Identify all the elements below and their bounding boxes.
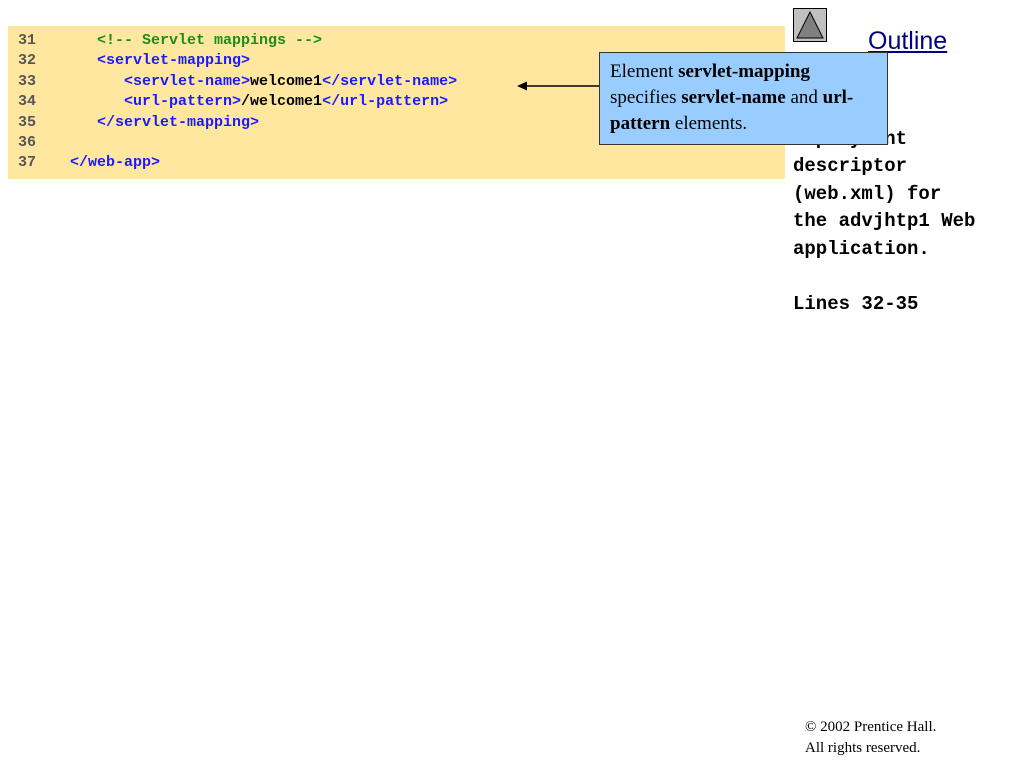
code-text: <servlet-mapping>	[70, 51, 250, 71]
line-number: 37	[18, 154, 37, 172]
code-text: <servlet-name>welcome1</servlet-name>	[70, 72, 457, 92]
line-number: 31	[18, 32, 37, 49]
code-token: </servlet-name>	[322, 72, 458, 90]
callout-arrow-icon	[517, 81, 601, 91]
code-line: 36	[8, 133, 785, 153]
outline-link[interactable]: Outline	[868, 27, 948, 55]
line-number: 34	[18, 93, 37, 111]
code-token	[70, 32, 97, 49]
code-line: 35 </servlet-mapping>	[8, 113, 785, 133]
code-token: </web-app>	[70, 154, 161, 172]
line-number: 36	[18, 134, 37, 151]
line-number: 33	[18, 72, 37, 90]
code-token	[70, 52, 97, 69]
code-text: <url-pattern>/welcome1</url-pattern>	[70, 92, 448, 112]
code-line: 31 <!-- Servlet mappings -->	[8, 31, 785, 51]
code-token	[70, 73, 124, 90]
copyright-line: © 2002 Prentice Hall.	[805, 719, 937, 735]
code-line: 33 <servlet-name>welcome1</servlet-name>	[8, 72, 785, 92]
code-token	[70, 93, 124, 110]
callout-text: and	[785, 87, 823, 108]
callout-box: Element servlet-mapping specifies servle…	[599, 52, 888, 145]
callout-keyword: url-pattern	[610, 87, 854, 134]
code-token: <url-pattern>	[124, 93, 242, 111]
copyright-footer: © 2002 Prentice Hall. All rights reserve…	[805, 717, 936, 759]
code-token: <servlet-mapping>	[97, 52, 251, 70]
code-text: </servlet-mapping>	[70, 113, 259, 133]
callout-keyword: servlet-mapping	[678, 61, 810, 82]
nav-up-button[interactable]	[793, 8, 827, 42]
line-number: 35	[18, 113, 37, 131]
code-line: 37 </web-app>	[8, 153, 785, 173]
line-number: 32	[18, 52, 37, 70]
code-token: <servlet-name>	[124, 72, 251, 90]
code-token: <!-- Servlet mappings -->	[97, 32, 323, 49]
code-token: </servlet-mapping>	[97, 113, 260, 131]
callout-text: elements.	[670, 113, 748, 134]
code-text: </web-app>	[70, 153, 160, 173]
triangle-up-icon	[796, 10, 824, 39]
rights-line: All rights reserved.	[805, 740, 921, 756]
code-line: 34 <url-pattern>/welcome1</url-pattern>	[8, 92, 785, 112]
callout-text: Element	[610, 61, 679, 82]
code-line: 32 <servlet-mapping>	[8, 51, 785, 71]
code-token: </url-pattern>	[322, 93, 449, 111]
callout-text: specifies	[610, 87, 682, 108]
code-text: <!-- Servlet mappings -->	[70, 31, 322, 51]
code-token: /welcome1	[241, 93, 323, 111]
callout-keyword: servlet-name	[681, 87, 786, 108]
code-token: welcome1	[250, 72, 323, 90]
code-token	[70, 114, 97, 131]
